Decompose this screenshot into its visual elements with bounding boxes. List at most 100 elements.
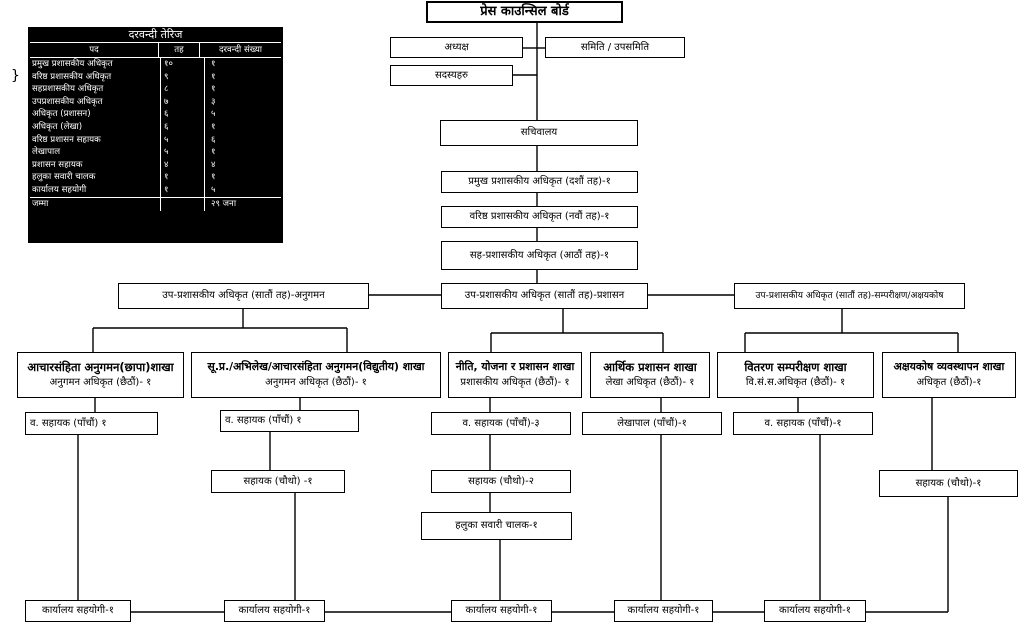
header-post: पद: [30, 43, 159, 57]
senior-admin-officer-box: वरिष्ठ प्रशासकीय अधिकृत (नवौं तह)-१: [441, 206, 638, 228]
cell-post: हलुका सवारी चालक: [30, 171, 161, 184]
cell-count: १: [211, 84, 216, 95]
header-level: तह: [159, 43, 200, 57]
cell-level: ९: [161, 70, 205, 84]
cell-level: १: [161, 183, 205, 197]
cell-count: १: [211, 121, 216, 132]
branch-electronic-monitoring: सू.प्र./अभिलेख/आचारसंहिता अनुगमन(विद्युत…: [191, 352, 441, 398]
branch-officer: वि.सं.स.अधिकृत (छैठौं)- १: [745, 377, 846, 389]
branch-title: अक्षयकोष व्यवस्थापन शाखा: [893, 360, 1005, 374]
cell-level: ६: [161, 120, 205, 134]
branch-endowment-management: अक्षयकोष व्यवस्थापन शाखा अधिकृत (छैठौं)-…: [882, 352, 1016, 398]
staffing-table-header: पद तह दरवन्दी संख्या: [30, 43, 281, 58]
secretariat-box: सचिवालय: [440, 120, 638, 146]
branch-print-monitoring: आचारसंहिता अनुगमन(छापा)शाखा अनुगमन अधिकृ…: [17, 352, 184, 398]
branch-officer: अनुगमन अधिकृत (छैठौं)- १: [265, 376, 367, 388]
branch-officer: अनुगमन अधिकृत (छैठौं)- १: [49, 377, 152, 389]
cell-level: १०: [161, 58, 205, 71]
cell-level: ८: [161, 83, 205, 96]
branch-officer: प्रशासकीय अधिकृत (छैठौं)- १: [460, 376, 570, 388]
cell-post: अधिकृत (लेखा): [30, 120, 161, 134]
chairman-box: अध्यक्ष: [390, 37, 523, 58]
branch-title: वितरण सम्परीक्षण शाखा: [744, 359, 847, 374]
cell-level: ४: [161, 158, 205, 172]
branch-policy-planning-admin: नीति, योजना र प्रशासन शाखा प्रशासकीय अधि…: [448, 352, 582, 398]
table-total-row: जम्मा २९ जना: [30, 197, 281, 211]
deputy-monitoring-box: उप-प्रशासकीय अधिकृत (सातौं तह)-अनुगमन: [118, 283, 369, 309]
office-helper-box: कार्यालय सहयोगी-१: [25, 600, 131, 622]
branch-distribution-audit: वितरण सम्परीक्षण शाखा वि.सं.स.अधिकृत (छै…: [717, 352, 874, 398]
cell-post: लेखापाल: [30, 146, 161, 159]
total-level: [161, 197, 205, 211]
cell-count: १: [211, 71, 216, 82]
b2-senior-assistant-box: व. सहायक (पाँचौं) १: [220, 410, 359, 432]
cell-post: प्रशासन सहायक: [30, 158, 161, 172]
deputy-audit-endowment-box: उप-प्रशासकीय अधिकृत (सातौं तह)-सम्परीक्ष…: [734, 283, 965, 309]
press-council-board-box: प्रेस काउन्सिल बोर्ड: [426, 1, 623, 23]
members-box: सदस्यहरु: [390, 65, 513, 86]
cell-post: सहप्रशासकीय अधिकृत: [30, 83, 161, 96]
cell-level: ५: [161, 133, 205, 147]
b3-assistant-box: सहायक (चौथो)-२: [431, 470, 571, 493]
cell-count: १: [211, 147, 216, 158]
cell-count: १: [211, 59, 216, 69]
branch-officer: लेखा अधिकृत (छैठौं)- १: [605, 377, 695, 389]
cell-level: १: [161, 171, 205, 184]
deputy-administration-box: उप-प्रशासकीय अधिकृत (सातौं तह)-प्रशासन: [441, 283, 648, 309]
b2-assistant-box: सहायक (चौथो) -१: [211, 470, 345, 493]
cell-level: ५: [161, 146, 205, 159]
cell-count: ६: [211, 134, 216, 145]
branch-title: आचारसंहिता अनुगमन(छापा)शाखा: [27, 359, 174, 374]
branch-title: नीति, योजना र प्रशासन शाखा: [455, 360, 575, 374]
cell-post: वरिष्ठ प्रशासन सहायक: [30, 133, 161, 147]
b3-light-vehicle-driver-box: हलुका सवारी चालक-१: [421, 512, 572, 540]
committee-box: समिति / उपसमिति: [545, 37, 685, 58]
b5-senior-assistant-box: व. सहायक (पाँचौं)-१: [733, 412, 873, 435]
b3-senior-assistant-box: व. सहायक (पाँचौं)-३: [431, 412, 571, 435]
cell-count: ४: [211, 159, 216, 170]
total-label: जम्मा: [30, 197, 161, 211]
cell-count: १: [211, 172, 216, 183]
branch-title: सू.प्र./अभिलेख/आचारसंहिता अनुगमन(विद्युत…: [207, 360, 425, 374]
branch-officer: अधिकृत (छैठौं)-१: [916, 376, 982, 388]
total-count: २९ जना: [211, 198, 237, 209]
office-helper-box: कार्यालय सहयोगी-१: [451, 600, 552, 622]
b6-assistant-box: सहायक (चौथो)-१: [879, 470, 1018, 497]
cell-count: ३: [211, 96, 216, 107]
cell-count: ५: [211, 184, 216, 195]
b1-senior-assistant-box: व. सहायक (पाँचौं) १: [25, 412, 158, 435]
b4-accountant-box: लेखापाल (पाँचौं)-१: [582, 412, 722, 435]
office-helper-box: कार्यालय सहयोगी-१: [224, 600, 325, 622]
stray-brace-mark: }: [11, 68, 20, 84]
office-helper-box: कार्यालय सहयोगी-१: [764, 600, 866, 622]
cell-post: अधिकृत (प्रशासन): [30, 108, 161, 121]
staffing-table: दरवन्दी तेरिज पद तह दरवन्दी संख्या प्रमु…: [28, 27, 283, 243]
header-count: दरवन्दी संख्या: [218, 45, 263, 55]
cell-post: वरिष्ठ प्रशासकीय अधिकृत: [30, 70, 161, 84]
chief-admin-officer-box: प्रमुख प्रशासकीय अधिकृत (दशौं तह)-१: [441, 171, 638, 193]
cell-post: प्रमुख प्रशासकीय अधिकृत: [30, 58, 161, 71]
joint-admin-officer-box: सह-प्रशासकीय अधिकृत (आठौं तह)-१: [441, 241, 638, 270]
cell-level: ६: [161, 108, 205, 121]
office-helper-box: कार्यालय सहयोगी-१: [614, 600, 713, 622]
branch-title: आर्थिक प्रशासन शाखा: [603, 359, 697, 374]
cell-count: ५: [211, 109, 216, 120]
branch-finance-admin: आर्थिक प्रशासन शाखा लेखा अधिकृत (छैठौं)-…: [590, 352, 710, 398]
cell-post: उपप्रशासकीय अधिकृत: [30, 95, 161, 109]
cell-post: कार्यालय सहयोगी: [30, 183, 161, 197]
cell-level: ७: [161, 95, 205, 109]
staffing-table-title: दरवन्दी तेरिज: [30, 27, 281, 43]
